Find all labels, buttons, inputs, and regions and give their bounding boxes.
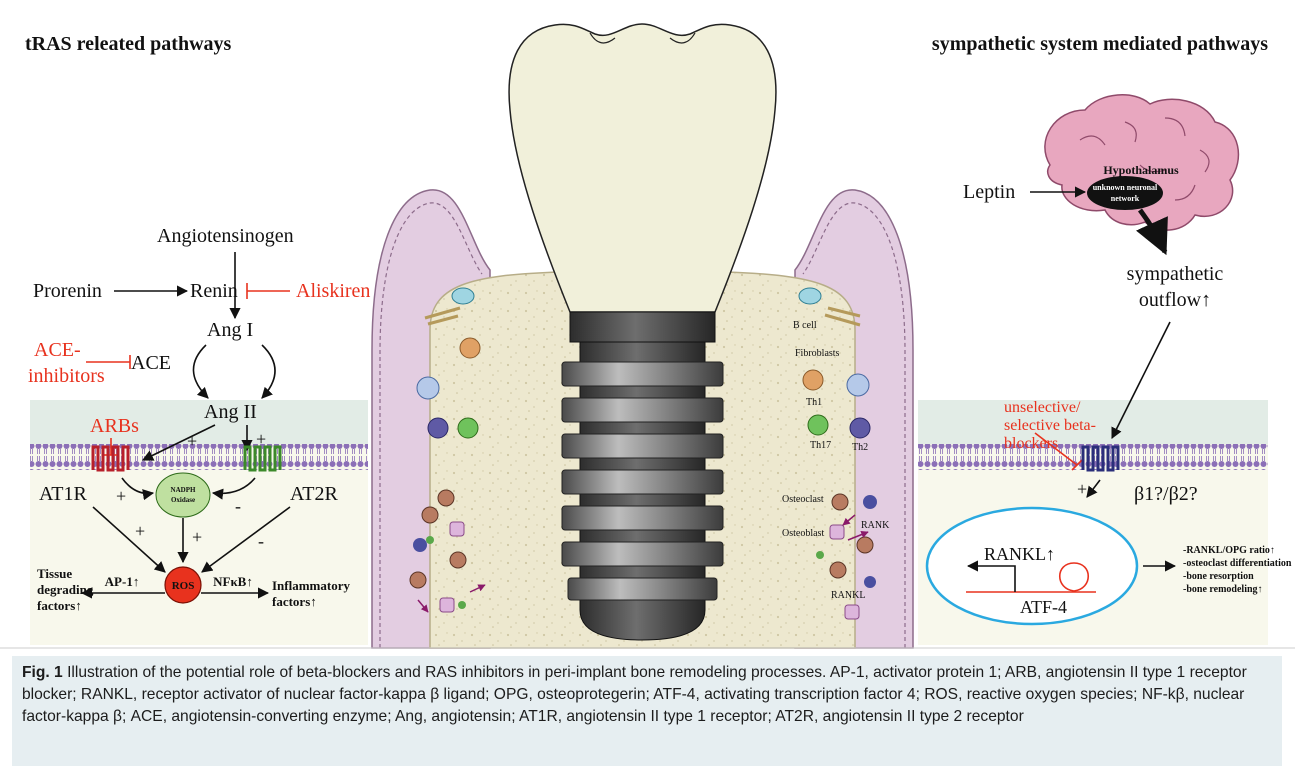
center-panel: B cell Fibroblasts Th1 Th17 Th2 Osteocla… — [372, 24, 913, 648]
cell-membrane — [30, 444, 368, 470]
caption-label: Fig. 1 — [22, 664, 63, 681]
blockers-label-1: unselective/ — [1004, 399, 1081, 416]
prorenin-label: Prorenin — [33, 280, 102, 302]
th1-cell-icon — [460, 338, 480, 358]
arbs-label: ARBs — [90, 415, 139, 437]
ace-label: ACE — [131, 352, 171, 374]
crown — [509, 24, 776, 312]
effect-label-4: -bone remodeling↑ — [1183, 584, 1263, 595]
plus-sign: + — [192, 527, 202, 547]
aliskiren-label: Aliskiren — [296, 280, 370, 302]
inflammatory-label-2: factors↑ — [272, 594, 317, 609]
leptin-label: Leptin — [963, 181, 1015, 203]
osteoblast-icon — [845, 605, 859, 619]
ace-inhibitors-label-1: ACE- — [34, 339, 81, 361]
nadph-oxidase-icon — [156, 473, 210, 517]
effect-label-1: -RANKL/OPG ratio↑ — [1183, 545, 1275, 556]
network-label-2: network — [1111, 194, 1140, 203]
rankl-icon — [426, 536, 434, 544]
fibroblasts-label: Fibroblasts — [795, 348, 840, 359]
ang1-label: Ang I — [207, 319, 253, 341]
tissue-label-1: Tissue — [37, 566, 72, 581]
nadph-label-1: NADPH — [171, 486, 196, 494]
effect-label-2: -osteoclast differentiation — [1183, 558, 1292, 569]
right-panel: sympathetic system mediated pathways Hyp… — [918, 33, 1292, 645]
outflow-label-2: outflow↑ — [1139, 289, 1211, 311]
th2-cell-icon — [428, 418, 448, 438]
figure-illustration: tRAS releated pathways Angiotensinogen P… — [0, 0, 1295, 650]
renin-label: Renin — [190, 280, 238, 302]
osteoclast-icon — [410, 572, 426, 588]
rankl-icon — [816, 551, 824, 559]
b-cell-icon — [847, 374, 869, 396]
network-label-1: unknown neuronal — [1093, 183, 1158, 192]
th1-cell-icon — [803, 370, 823, 390]
atf4-label: ATF-4 — [1020, 597, 1067, 617]
osteoblast-icon — [830, 525, 844, 539]
minus-sign: - — [258, 531, 264, 551]
nadph-label-2: Oxidase — [171, 496, 195, 504]
angiotensinogen-label: Angiotensinogen — [157, 225, 294, 247]
minus-sign: - — [235, 496, 241, 516]
hypothalamus-label: Hypothalamus — [1103, 163, 1179, 177]
rank-icon — [863, 495, 877, 509]
th17-cell-icon — [458, 418, 478, 438]
rank-icon — [413, 538, 427, 552]
b-cell-icon — [799, 288, 821, 304]
osteoclast-icon — [857, 537, 873, 553]
plus-sign: + — [116, 486, 126, 506]
extracellular-region — [30, 400, 368, 444]
osteoblast-label: Osteoblast — [782, 528, 824, 539]
left-panel: tRAS releated pathways Angiotensinogen P… — [25, 33, 370, 645]
alternative-conversion-arrow — [262, 345, 275, 398]
beta-receptor-label: β1?/β2? — [1134, 483, 1198, 505]
ang2-label: Ang II — [204, 401, 257, 423]
osteoclast-icon — [832, 494, 848, 510]
ros-label: ROS — [172, 580, 195, 592]
plus-sign: + — [1077, 479, 1087, 499]
effect-label-3: -bone resorption — [1183, 571, 1254, 582]
plus-sign: + — [135, 521, 145, 541]
right-panel-title: sympathetic system mediated pathways — [932, 33, 1268, 55]
outflow-label-1: sympathetic — [1127, 263, 1224, 285]
osteoclast-label: Osteoclast — [782, 494, 824, 505]
inflammatory-label-1: Inflammatory — [272, 578, 350, 593]
ap1-label: AP-1↑ — [105, 574, 140, 589]
implant-threads — [562, 362, 723, 600]
th2-cell-icon — [850, 418, 870, 438]
osteoblast-icon — [450, 522, 464, 536]
at2r-label: AT2R — [290, 483, 338, 505]
osteoclast-icon — [422, 507, 438, 523]
caption-text: Illustration of the potential role of be… — [22, 664, 1247, 725]
osteoblast-icon — [440, 598, 454, 612]
abutment — [570, 312, 715, 342]
tissue-label-2: degrading — [37, 582, 94, 597]
b-cell-icon — [452, 288, 474, 304]
b-cell-label: B cell — [793, 320, 817, 331]
th17-cell-icon — [808, 415, 828, 435]
left-panel-title: tRAS releated pathways — [25, 33, 232, 55]
ace-inhibitors-label-2: inhibitors — [28, 365, 105, 387]
th2-label: Th2 — [852, 442, 868, 453]
rank-icon — [864, 576, 876, 588]
ace-conversion-arrow — [193, 345, 208, 398]
rankl-label: RANKL — [831, 590, 865, 601]
rank-label: RANK — [861, 520, 890, 531]
neuronal-network-icon — [1087, 176, 1163, 210]
tissue-label-3: factors↑ — [37, 598, 82, 613]
nfkb-label: NFκB↑ — [213, 574, 253, 589]
at1r-label: AT1R — [39, 483, 87, 505]
th17-label: Th17 — [810, 440, 831, 451]
osteoclast-icon — [830, 562, 846, 578]
blockers-label-2: selective beta- — [1004, 417, 1096, 434]
th1-label: Th1 — [806, 397, 822, 408]
rankl-icon — [458, 601, 466, 609]
osteoclast-icon — [450, 552, 466, 568]
osteoclast-icon — [438, 490, 454, 506]
plus-sign: + — [187, 431, 197, 451]
figure-caption: Fig. 1 Illustration of the potential rol… — [12, 656, 1282, 766]
rankl-gene-label: RANKL↑ — [984, 544, 1055, 564]
b-cell-icon — [417, 377, 439, 399]
